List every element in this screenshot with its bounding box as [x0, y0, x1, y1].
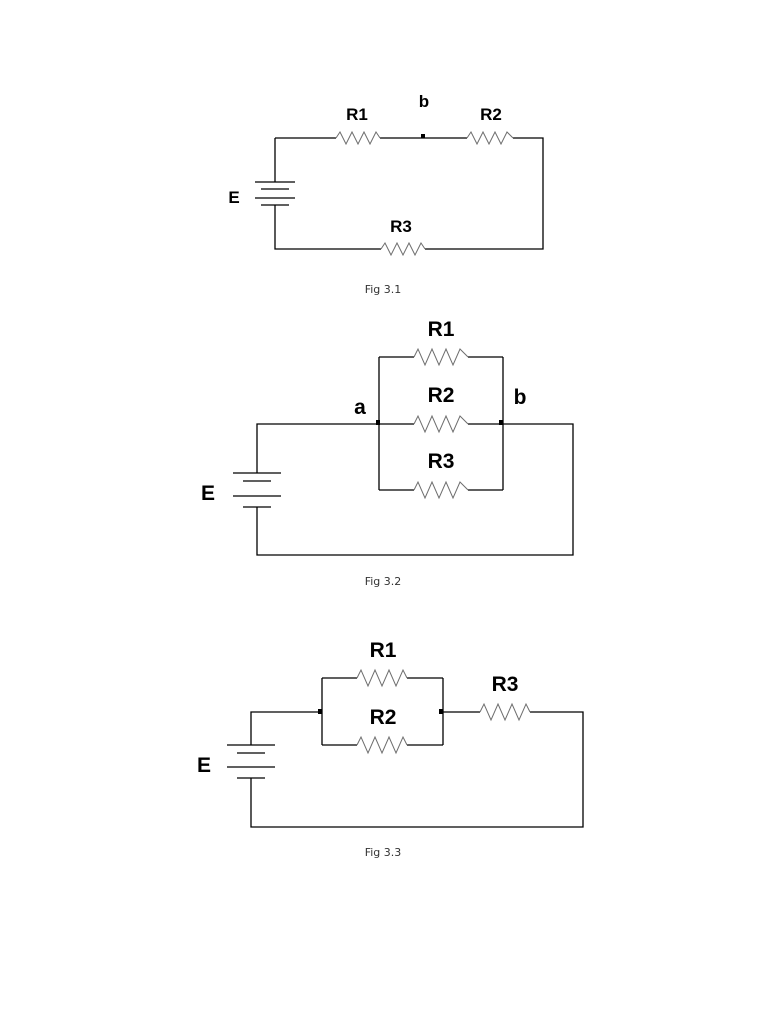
- fig3-resistor-r1: [356, 668, 408, 688]
- fig1-resistor-r2: [466, 130, 514, 146]
- figure-3-3: R1 R2 R3 E Fig 3.3: [197, 639, 584, 859]
- fig2-label-node-a: a: [354, 396, 366, 419]
- fig3-label-r2: R2: [370, 706, 397, 729]
- fig2-label-node-b: b: [514, 386, 527, 409]
- figure-3-2: R1 R2 R3 a b E Fig 3.2: [201, 318, 574, 588]
- fig3-label-r1: R1: [370, 639, 397, 662]
- fig1-battery: [255, 168, 295, 217]
- fig2-label-source: E: [201, 482, 215, 505]
- fig1-label-r3: R3: [390, 217, 412, 236]
- fig2-node-b-dot: [499, 420, 503, 425]
- fig1-node-b-dot: [421, 134, 425, 138]
- fig3-resistor-r2: [356, 735, 408, 755]
- fig2-node-a-dot: [376, 420, 380, 425]
- fig3-node-left-dot: [318, 709, 322, 714]
- fig3-label-source: E: [197, 754, 211, 777]
- fig3-battery: [227, 733, 275, 790]
- fig2-battery: [233, 462, 281, 518]
- fig3-resistor-r3: [479, 702, 531, 722]
- fig1-resistor-r3: [380, 241, 426, 257]
- fig3-label-r3: R3: [492, 673, 519, 696]
- fig2-resistor-r1: [413, 347, 469, 367]
- fig1-label-node-b: b: [419, 92, 429, 111]
- fig1-caption: Fig 3.1: [365, 283, 402, 296]
- fig3-caption: Fig 3.3: [365, 846, 402, 859]
- fig2-label-r1: R1: [428, 318, 455, 341]
- fig1-label-r1: R1: [346, 105, 368, 124]
- fig1-label-r2: R2: [480, 105, 502, 124]
- fig3-node-right-dot: [439, 709, 443, 714]
- fig2-resistor-r3: [413, 480, 469, 500]
- fig1-resistor-r1: [335, 130, 381, 146]
- figure-3-1: R1 R2 R3 b E Fig 3.1: [228, 92, 544, 296]
- fig2-resistor-r2: [413, 414, 469, 434]
- fig3-wires: [250, 677, 584, 828]
- fig2-label-r2: R2: [428, 384, 455, 407]
- fig2-label-r3: R3: [428, 450, 455, 473]
- fig1-label-source: E: [228, 188, 239, 207]
- fig2-caption: Fig 3.2: [365, 575, 402, 588]
